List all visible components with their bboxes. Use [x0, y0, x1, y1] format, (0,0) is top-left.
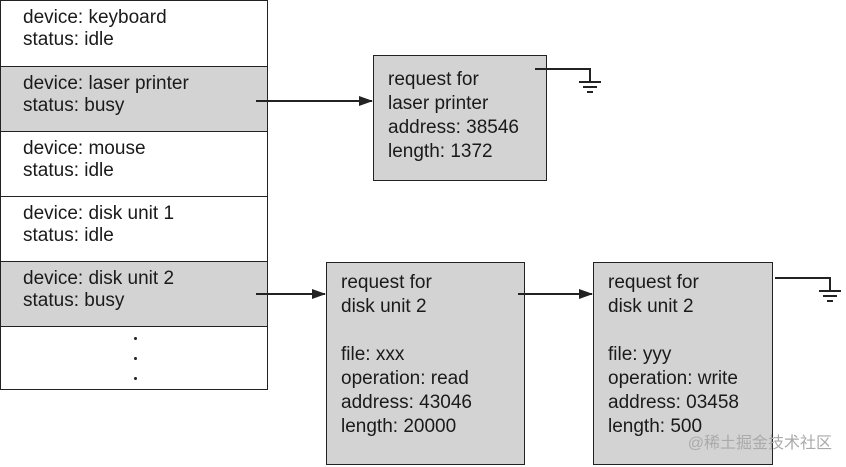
table-ellipsis	[1, 326, 267, 390]
device-row-disk-unit-2: device: disk unit 2 status: busy	[1, 261, 267, 326]
device-table: device: keyboard status: idle device: la…	[0, 0, 268, 390]
request-device: disk unit 2	[341, 296, 427, 317]
request-address: address: 43046	[341, 392, 472, 413]
request-box-laser-printer: request for laser printer address: 38546…	[373, 55, 547, 181]
request-length: length: 1372	[388, 141, 493, 162]
ground-icon-disk	[775, 277, 841, 302]
request-address: address: 38546	[388, 117, 519, 138]
request-operation: operation: read	[341, 368, 469, 389]
request-device: disk unit 2	[608, 296, 694, 317]
device-label: device: disk unit 2	[23, 268, 175, 289]
device-status: status: idle	[23, 29, 114, 50]
request-address: address: 03458	[608, 392, 739, 413]
request-operation: operation: write	[608, 368, 738, 389]
request-title: request for	[608, 272, 699, 293]
ellipsis-dot	[134, 377, 137, 380]
device-status: status: idle	[23, 160, 114, 181]
request-title: request for	[388, 69, 479, 90]
device-row-mouse: device: mouse status: idle	[1, 131, 267, 196]
request-box-disk-write: request for disk unit 2 file: yyy operat…	[593, 262, 773, 465]
request-title: request for	[341, 272, 432, 293]
device-label: device: keyboard	[23, 7, 167, 28]
device-row-disk-unit-1: device: disk unit 1 status: idle	[1, 196, 267, 261]
request-device: laser printer	[388, 93, 489, 114]
request-file: file: yyy	[608, 344, 672, 365]
request-box-disk-read: request for disk unit 2 file: xxx operat…	[326, 262, 525, 465]
device-label: device: laser printer	[23, 73, 189, 94]
device-label: device: mouse	[23, 138, 146, 159]
device-label: device: disk unit 1	[23, 203, 175, 224]
request-length: length: 20000	[341, 416, 457, 437]
ground-icon-printer	[535, 68, 601, 93]
ellipsis-dot	[134, 337, 137, 340]
device-row-keyboard: device: keyboard status: idle	[1, 1, 267, 66]
ellipsis-dot	[134, 357, 137, 360]
watermark: @稀土掘金技术社区	[687, 435, 832, 452]
device-status: status: busy	[23, 290, 125, 311]
request-length: length: 500	[608, 416, 703, 437]
request-file: file: xxx	[341, 344, 405, 365]
device-row-laser-printer: device: laser printer status: busy	[1, 66, 267, 131]
device-status: status: idle	[23, 225, 114, 246]
device-status: status: busy	[23, 95, 125, 116]
